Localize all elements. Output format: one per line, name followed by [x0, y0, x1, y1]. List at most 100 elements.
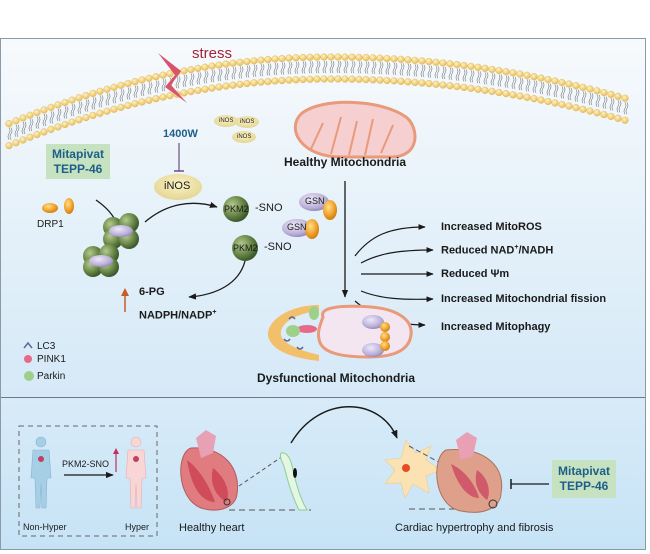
lipid-head [341, 53, 349, 61]
lipid-head [152, 95, 160, 103]
lipid-head [68, 118, 76, 126]
lipid-tail [378, 62, 384, 75]
lipid-tail [455, 68, 461, 81]
lipid-tail [259, 64, 265, 77]
lipid-head [355, 75, 363, 83]
lipid-tail [413, 64, 419, 77]
lipid-head [586, 85, 594, 93]
top-panel: stress 1400W iNOS iNOS iNOS iNOS Mitapiv… [1, 39, 645, 398]
lipid-head [5, 142, 13, 150]
lipid-tail [525, 79, 531, 92]
lipid-head [621, 116, 629, 124]
lipid-head [418, 79, 426, 87]
lipid-tail [308, 61, 314, 74]
lipid-tail [14, 124, 20, 137]
lipid-head [306, 75, 314, 83]
inos-main-label: iNOS [164, 180, 191, 192]
lipid-head [292, 76, 300, 84]
lipid-head [425, 58, 433, 66]
lipid-tail [602, 96, 608, 109]
dysfunctional-mito-label: Dysfunctional Mitochondria [257, 371, 416, 385]
lipid-tail [595, 94, 601, 107]
lipid-head [75, 116, 83, 124]
gsn-2 [282, 219, 312, 237]
lipid-head [551, 99, 559, 107]
lipid-head [180, 67, 188, 75]
lipid-head [439, 59, 447, 67]
lipid-head [579, 83, 587, 91]
lipid-tail [546, 83, 552, 96]
lipid-tail [392, 62, 398, 76]
lipid-tail [371, 61, 377, 74]
lipid-head [5, 120, 13, 128]
inhibitor-1400w-label: 1400W [163, 128, 198, 140]
legend-pink1: PINK1 [37, 354, 66, 365]
lipid-tail [462, 69, 468, 82]
lipid-head [495, 88, 503, 97]
lipid-head [509, 91, 517, 99]
gsn-label-1: GSN [305, 196, 325, 206]
lipid-head [54, 123, 62, 131]
lipid-tail [70, 103, 76, 117]
nadph-label: NADPH/NADP+ [139, 309, 217, 322]
lipid-head [460, 61, 468, 69]
lipid-head [103, 85, 111, 93]
lipid-head [208, 62, 216, 70]
lipid-head [488, 87, 496, 95]
lipid-head [236, 58, 244, 66]
lipid-head [481, 86, 489, 94]
lipid-head [481, 64, 489, 72]
lipid-tail [427, 65, 433, 78]
lipid-tail [210, 69, 216, 83]
lipid-head [68, 96, 76, 104]
lipid-head [572, 104, 580, 112]
hyper-label: Hyper [125, 522, 150, 532]
lipid-head [229, 81, 237, 89]
lipid-head [572, 82, 580, 90]
lipid-head [33, 131, 41, 139]
lipid-tail [175, 76, 181, 89]
lipid-head [166, 70, 174, 78]
lipid-tail [567, 87, 573, 101]
drug-name-line1: Mitapivat [557, 464, 610, 478]
lipid-tail [490, 73, 496, 86]
lipid-head [376, 54, 384, 62]
lipid-tail [364, 61, 370, 74]
lipid-head [460, 83, 468, 91]
effect-arrow-2 [360, 247, 434, 264]
lipid-tail [280, 62, 286, 75]
lipid-head [19, 136, 27, 144]
lipid-tail [238, 66, 244, 79]
lipid-tail [224, 67, 230, 81]
lipid-tail [161, 79, 167, 92]
lipid-tail [7, 127, 13, 140]
lipid-head [54, 101, 62, 109]
lipid-head [187, 66, 195, 74]
lipid-head [278, 54, 286, 63]
lipid-head [369, 76, 377, 84]
lipid-head [565, 102, 573, 110]
lipid-tail [301, 61, 307, 74]
lipid-head [467, 62, 475, 70]
lipid-tail [616, 100, 622, 113]
lipid-head [607, 90, 615, 98]
lipid-head [341, 75, 349, 83]
lc3-arc-icon [23, 341, 33, 349]
comparison-box [18, 425, 158, 537]
lipid-head [201, 63, 209, 71]
lipid-head [362, 54, 370, 62]
lipid-head [453, 61, 461, 69]
effect-fission: Increased Mitochondrial fission [441, 293, 607, 305]
healthy-mitochondrion [293, 100, 417, 159]
lipid-tail [560, 86, 566, 99]
lipid-tail [357, 61, 363, 74]
lipid-tail [21, 121, 27, 135]
lipid-head [103, 107, 111, 115]
lipid-tail [315, 60, 321, 74]
cell-membrane [5, 53, 629, 150]
lipid-head [180, 89, 188, 97]
lipid-head [12, 139, 20, 147]
effect-mitophagy: Increased Mitophagy [441, 321, 551, 333]
effect-arrow-4 [360, 290, 434, 303]
lipid-tail [511, 76, 517, 89]
